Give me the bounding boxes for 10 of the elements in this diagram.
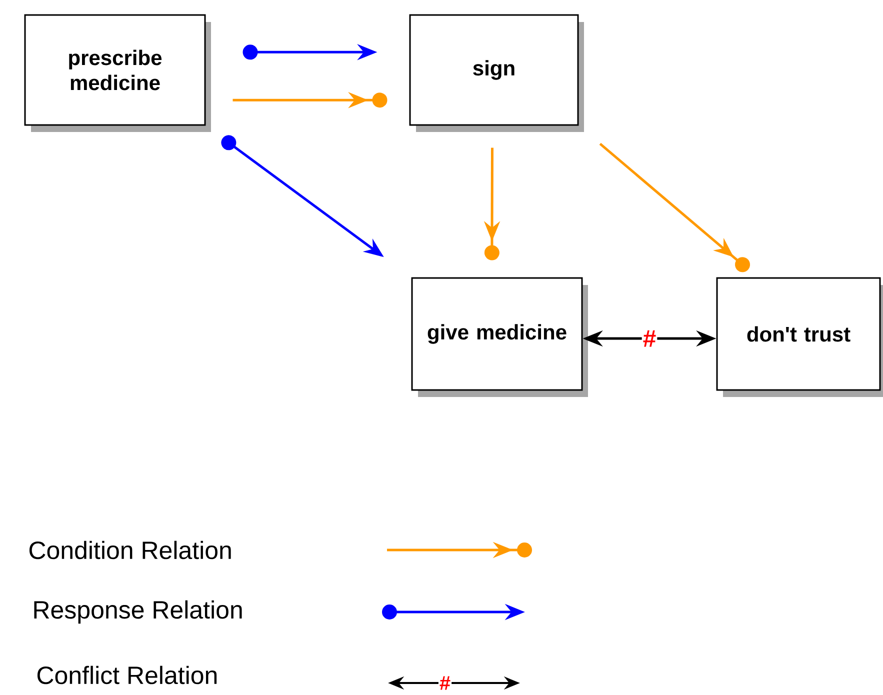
legend-text: Conflict Relation [37,666,217,684]
process-box: give medicine [411,277,588,397]
process-box: don't trust [716,277,883,397]
legend-text: Condition Relation [29,540,231,560]
process-box: sign [409,14,584,132]
arrow [599,142,750,272]
process-box: prescribe medicine [24,14,211,132]
conflict-sign: # [438,675,452,691]
edge-label: # [642,329,658,348]
legend-text: Response Relation [34,600,242,624]
